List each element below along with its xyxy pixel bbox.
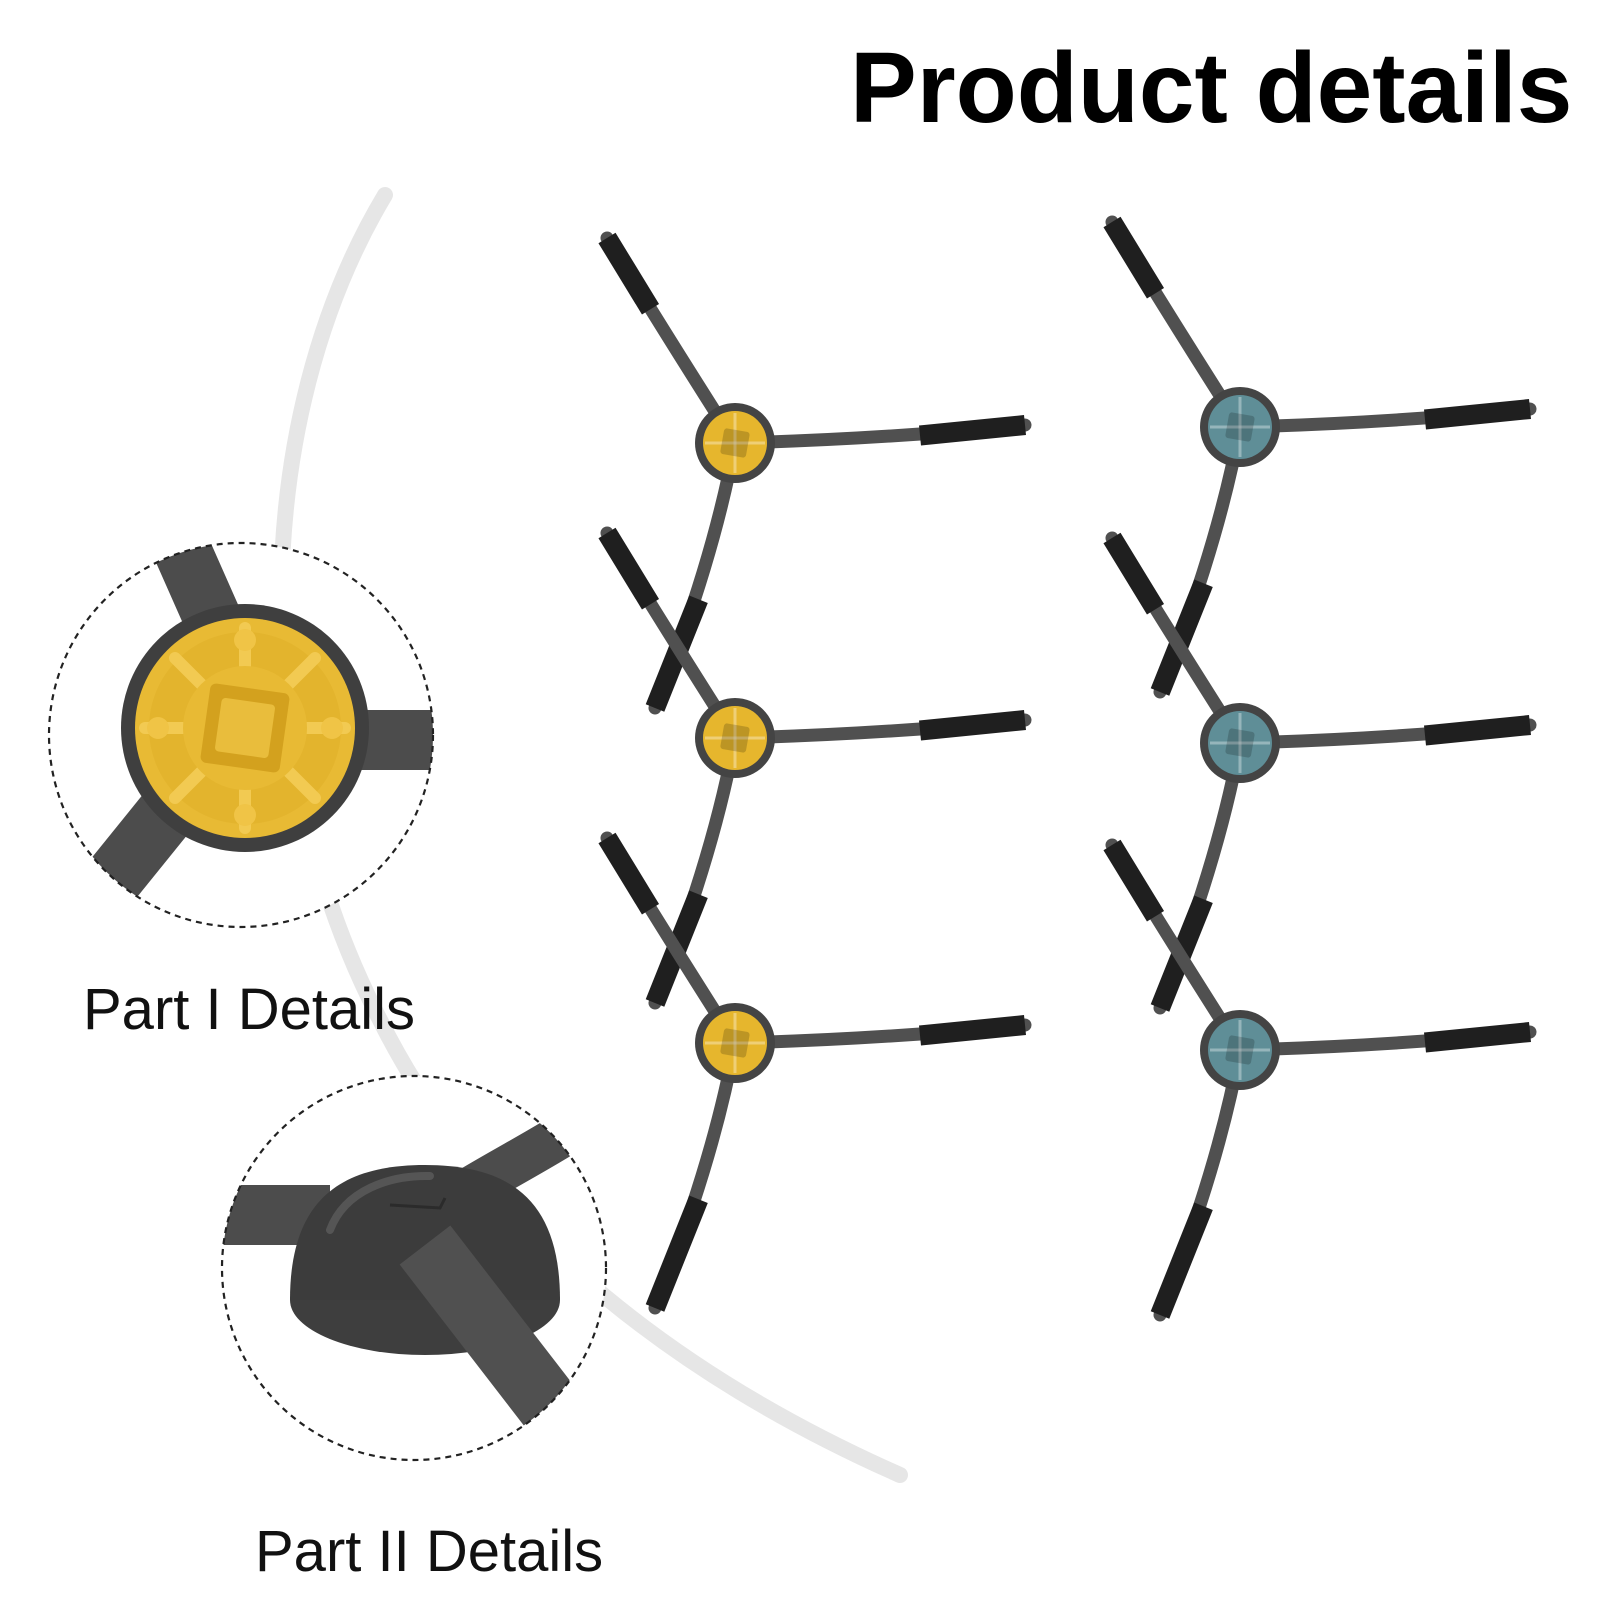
brush-hub-spokes: [1210, 397, 1270, 457]
brush-hub: [703, 706, 767, 770]
brush-bristles: [1103, 839, 1165, 922]
brush-hub: [1208, 395, 1272, 459]
part-one-caption: Part I Details: [83, 977, 415, 1042]
side-brush: [598, 231, 1032, 715]
brush-bristles: [919, 1015, 1026, 1046]
brush-hub: [703, 411, 767, 475]
brush-hub-spokes: [1210, 1020, 1270, 1080]
brush-hub-spokes: [1210, 713, 1270, 773]
part-one-detail-view: [47, 541, 435, 929]
brush-bristles: [1103, 216, 1165, 299]
brush-hub: [1208, 1018, 1272, 1082]
brush-bristles: [1150, 579, 1213, 696]
brush-bristles: [598, 832, 660, 915]
brush-bristles: [1424, 399, 1531, 430]
side-brush-group: [598, 215, 1537, 1322]
part-two-dashed-circle: [220, 1074, 608, 1462]
part-one-dashed-circle: [47, 541, 435, 929]
page-title: Product details: [850, 32, 1573, 144]
brush-bristles: [598, 527, 660, 610]
side-brush: [1103, 531, 1537, 1015]
brush-bristles: [598, 232, 660, 315]
background-swoosh: [273, 187, 908, 1483]
brush-bristles: [1424, 1022, 1531, 1053]
part-two-detail-view: [220, 1074, 608, 1462]
brush-hub-socket: [720, 428, 750, 458]
brush-hub: [1208, 711, 1272, 775]
side-brush: [1103, 215, 1537, 699]
brush-hub-spokes: [705, 1013, 765, 1073]
part-two-caption: Part II Details: [255, 1519, 604, 1584]
brush-bristles: [645, 1195, 708, 1312]
brush-bristles: [1103, 532, 1165, 615]
brush-hub-spokes: [705, 413, 765, 473]
brush-hub: [703, 1011, 767, 1075]
brush-hub-spokes: [705, 708, 765, 768]
brush-bristles: [919, 415, 1026, 446]
brush-hub-socket: [1225, 412, 1255, 442]
brush-bristles: [1150, 1202, 1213, 1319]
side-brush: [598, 831, 1032, 1315]
brush-hub-socket: [720, 1028, 750, 1058]
brush-hub-socket: [1225, 728, 1255, 758]
side-brush: [1103, 838, 1537, 1322]
brush-hub-socket: [1225, 1035, 1255, 1065]
brush-bristles: [919, 710, 1026, 741]
brush-hub-socket: [720, 723, 750, 753]
brush-bristles: [1424, 715, 1531, 746]
